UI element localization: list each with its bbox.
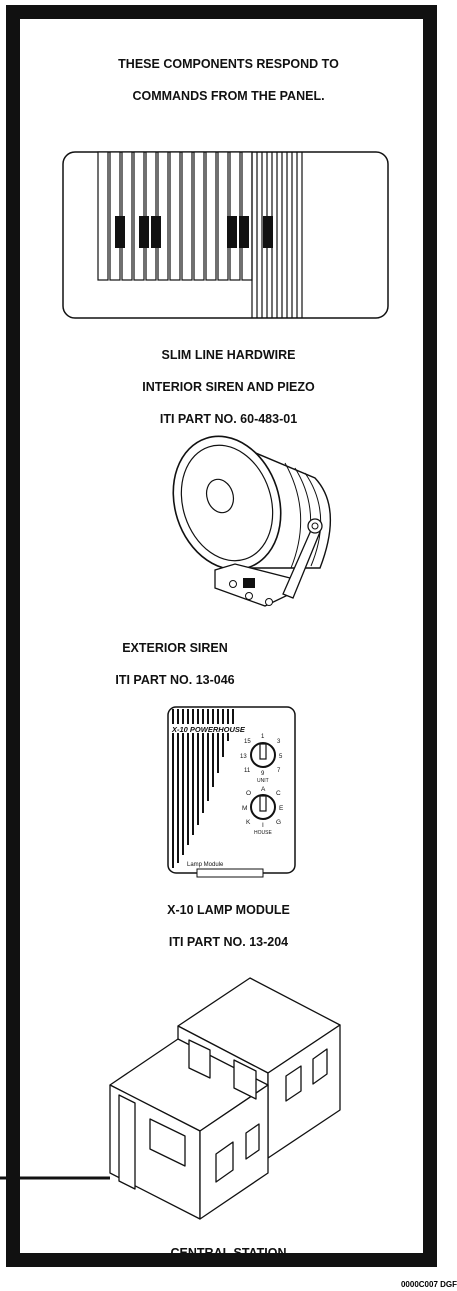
lamp-module-caption: X-10 LAMP MODULE ITI PART NO. 13-204 xyxy=(30,886,427,966)
unit-dial-5: 5 xyxy=(279,754,283,760)
lamp-module-line-2: ITI PART NO. 13-204 xyxy=(168,935,289,949)
lamp-module-line-1: X-10 LAMP MODULE xyxy=(167,903,290,917)
house-dial-o: O xyxy=(246,790,251,797)
unit-dial-15: 15 xyxy=(244,739,251,745)
exterior-siren-illustration xyxy=(172,435,332,607)
central-station-illustration xyxy=(0,977,341,1220)
house-dial-k: K xyxy=(246,819,251,826)
house-dial-a: A xyxy=(261,786,266,793)
house-dial-c: C xyxy=(276,790,281,797)
house-dial-i: I xyxy=(262,822,264,829)
house-dial-e: E xyxy=(279,805,284,812)
unit-dial-13: 13 xyxy=(240,754,247,760)
house-label: HOUSE xyxy=(254,830,272,836)
interior-siren-illustration xyxy=(62,151,389,319)
siren-piezo-line-1: SLIM LINE HARDWIRE xyxy=(161,348,296,362)
header-line-2: COMMANDS FROM THE PANEL. xyxy=(132,89,325,103)
unit-dial-7: 7 xyxy=(277,768,281,774)
siren-piezo-caption: SLIM LINE HARDWIRE INTERIOR SIREN AND PI… xyxy=(30,331,427,443)
unit-dial-1: 1 xyxy=(261,734,265,740)
house-dial-g: G xyxy=(276,819,281,826)
drawing-number: 0000C007 DGF xyxy=(400,1280,457,1289)
unit-dial-9: 9 xyxy=(261,771,265,777)
unit-label: UNIT xyxy=(257,778,269,784)
exterior-siren-caption: EXTERIOR SIREN ITI PART NO. 13-046 xyxy=(40,624,310,704)
siren-piezo-line-2: INTERIOR SIREN AND PIEZO xyxy=(142,380,315,394)
unit-dial-3: 3 xyxy=(277,739,281,745)
lamp-module-label: Lamp Module xyxy=(187,862,224,868)
exterior-siren-line-2: ITI PART NO. 13-046 xyxy=(115,673,235,687)
header-text: THESE COMPONENTS RESPOND TO COMMANDS FRO… xyxy=(30,40,427,120)
exterior-siren-line-1: EXTERIOR SIREN xyxy=(122,641,228,655)
lamp-module-brand: X-10 POWERHOUSE xyxy=(171,725,246,734)
outer-frame xyxy=(6,5,437,1267)
lamp-module-illustration: X-10 POWERHOUSE 15 1 3 13 5 11 9 7 UNIT … xyxy=(167,706,296,878)
central-station-caption: CENTRAL STATION xyxy=(30,1229,427,1277)
central-station-label: CENTRAL STATION xyxy=(170,1246,287,1260)
unit-dial-11: 11 xyxy=(244,768,251,774)
header-line-1: THESE COMPONENTS RESPOND TO xyxy=(118,57,339,71)
siren-piezo-line-3: ITI PART NO. 60-483-01 xyxy=(159,412,298,426)
house-dial-m: M xyxy=(242,805,247,812)
